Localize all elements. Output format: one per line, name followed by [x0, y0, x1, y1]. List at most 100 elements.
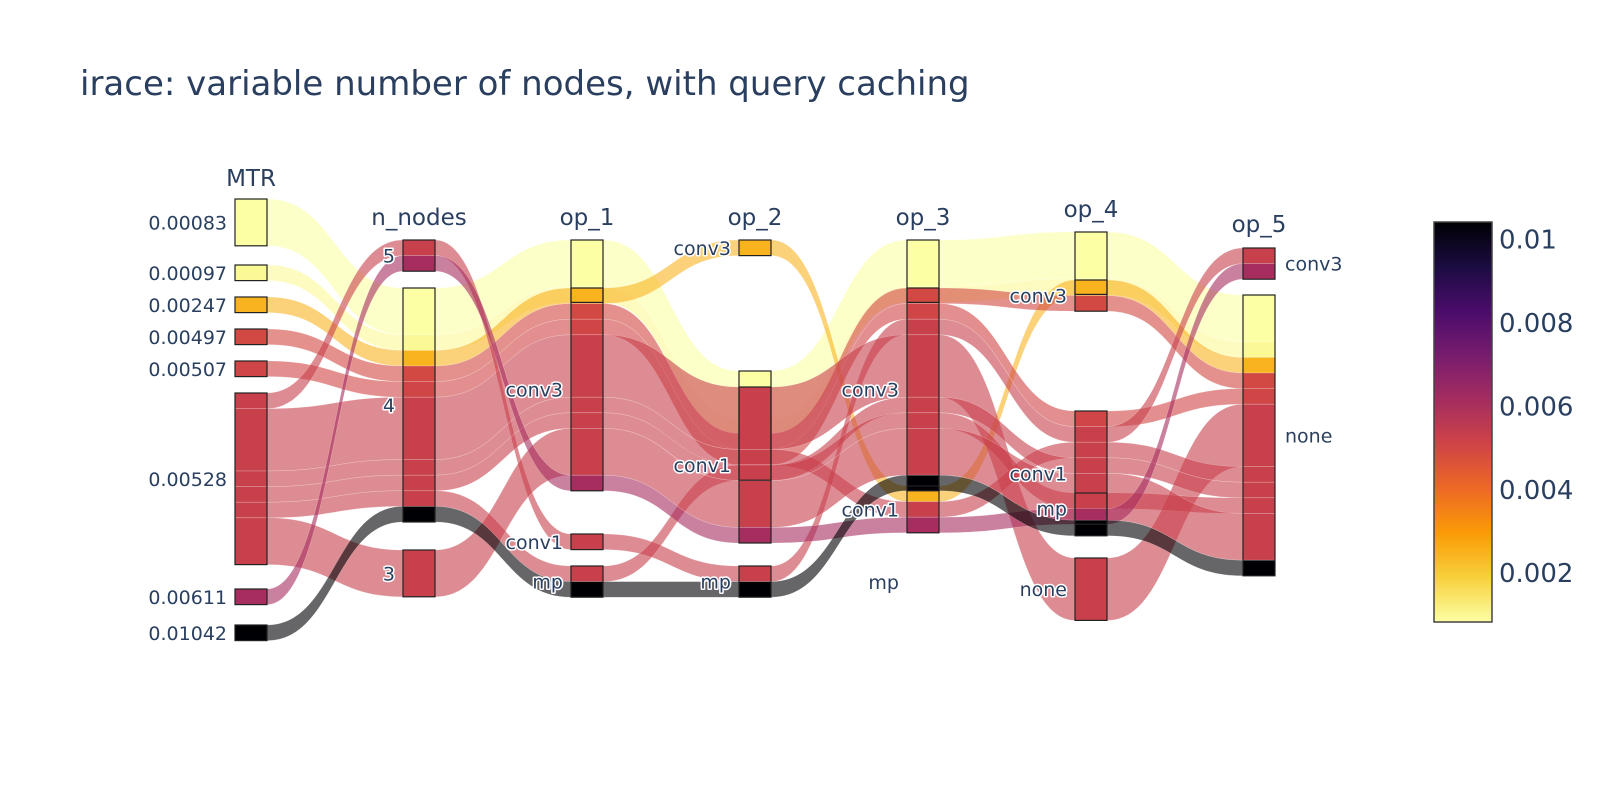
- category-bar-mtr-0-00083[interactable]: [234, 198, 268, 247]
- category-bar-op-4-conv3[interactable]: [1074, 279, 1108, 312]
- category-bar-mtr-0-00611[interactable]: [234, 588, 268, 606]
- category-bar-op-1-conv3[interactable]: [570, 287, 604, 492]
- bar-segment: [402, 396, 436, 460]
- category-label-mtr-0-00097: 0.00097: [148, 263, 227, 285]
- category-bar-n-nodes-4[interactable]: [402, 287, 436, 523]
- category-bar-mtr-0-00507[interactable]: [234, 360, 268, 378]
- bar-segment: [738, 527, 772, 544]
- category-bar-op-3-other[interactable]: [906, 239, 940, 304]
- dimension-label-op-1[interactable]: op_1: [560, 205, 615, 231]
- colorbar-tick-label: 0.008: [1499, 309, 1573, 339]
- bar-segment: [570, 565, 604, 582]
- category-bar-op-3-conv1[interactable]: [906, 485, 940, 534]
- category-bar-op-2-conv1[interactable]: [738, 386, 772, 544]
- category-label-mtr-0-00497: 0.00497: [148, 327, 227, 349]
- bar-segment: [1074, 519, 1108, 537]
- dimension-label-op-5[interactable]: op_5: [1232, 212, 1287, 238]
- bar-segment: [402, 287, 436, 336]
- bar-segment: [906, 501, 940, 518]
- bar-segment: [402, 239, 436, 256]
- category-bar-op-1-conv1[interactable]: [570, 533, 604, 551]
- category-bar-mtr-0-00528[interactable]: [234, 392, 268, 566]
- category-bar-mtr-0-00497[interactable]: [234, 328, 268, 346]
- bar-segment: [1074, 557, 1108, 621]
- category-label-op-2-mp: mp: [700, 572, 731, 594]
- bar-segment: [402, 549, 436, 598]
- category-label-op-3-conv3: conv3: [842, 379, 899, 401]
- category-label-op-4-conv1: conv1: [1010, 463, 1067, 485]
- bar-segment: [234, 328, 268, 345]
- bar-segment: [234, 198, 268, 247]
- category-bar-op-2-conv3[interactable]: [738, 239, 772, 257]
- bar-segment: [402, 350, 436, 367]
- bar-segment: [1242, 403, 1276, 467]
- dimension-label-n-nodes[interactable]: n_nodes: [371, 205, 466, 231]
- bar-segment: [234, 296, 268, 313]
- bar-segment: [1074, 441, 1108, 459]
- category-bar-op-3-conv3[interactable]: [906, 287, 940, 492]
- bar-segment: [906, 239, 940, 288]
- category-label-n-nodes-4: 4: [383, 395, 395, 417]
- category-bar-op-2-mp[interactable]: [738, 565, 772, 598]
- category-bar-op-4-other[interactable]: [1074, 231, 1108, 296]
- category-bar-op-4-none[interactable]: [1074, 557, 1108, 622]
- bar-segment: [906, 396, 940, 414]
- bar-segment: [906, 287, 940, 304]
- bar-segment: [738, 449, 772, 466]
- category-bar-mtr-0-01042[interactable]: [234, 624, 268, 642]
- category-bar-op-5-none[interactable]: [1242, 294, 1276, 577]
- bar-segment: [402, 255, 436, 272]
- category-label-mtr-0-00528: 0.00528: [148, 469, 227, 491]
- category-bar-n-nodes-5[interactable]: [402, 239, 436, 272]
- category-label-mtr-0-00611: 0.00611: [148, 587, 227, 609]
- bar-segment: [1242, 294, 1276, 343]
- ribbon-op-3-op-4[interactable]: [938, 231, 1076, 288]
- colorbar-tick-label: 0.01: [1499, 226, 1557, 256]
- category-bar-mtr-0-00097[interactable]: [234, 264, 268, 282]
- bar-segment: [570, 474, 604, 492]
- bar-segment: [1074, 295, 1108, 312]
- chart-title: irace: variable number of nodes, with qu…: [80, 64, 970, 104]
- bar-segment: [906, 428, 940, 476]
- category-bar-mtr-0-00247[interactable]: [234, 296, 268, 314]
- category-label-op-2-conv1: conv1: [674, 455, 731, 477]
- bar-segment: [738, 464, 772, 481]
- category-bar-op-4-mp[interactable]: [1074, 492, 1108, 525]
- bar-segment: [234, 486, 268, 503]
- category-bar-op-1-other[interactable]: [570, 239, 604, 304]
- dimension-label-mtr[interactable]: MTR: [226, 166, 276, 192]
- category-bar-n-nodes-3[interactable]: [402, 549, 436, 598]
- bar-segment: [1242, 341, 1276, 358]
- bar-segment: [234, 470, 268, 487]
- bar-segment: [1242, 497, 1276, 514]
- bar-segment: [1242, 513, 1276, 561]
- bar-segment: [906, 516, 940, 534]
- bar-segment: [1242, 559, 1276, 577]
- category-bar-op-5-conv3[interactable]: [1242, 247, 1276, 280]
- dimension-label-op-4[interactable]: op_4: [1064, 197, 1119, 223]
- bar-segment: [402, 474, 436, 492]
- bar-segment: [402, 459, 436, 476]
- category-label-n-nodes-3: 3: [383, 563, 395, 585]
- bar-segment: [234, 264, 268, 281]
- colorbar-tick-label: 0.004: [1499, 476, 1573, 506]
- bar-segment: [1242, 357, 1276, 374]
- dimension-label-op-2[interactable]: op_2: [728, 205, 783, 231]
- category-bar-op-1-mp[interactable]: [570, 565, 604, 598]
- bar-segment: [402, 490, 436, 507]
- dimension-label-op-3[interactable]: op_3: [896, 205, 951, 231]
- category-bar-op-4-conv1[interactable]: [1074, 410, 1108, 537]
- category-label-op-4-mp: mp: [1036, 499, 1067, 521]
- category-label-op-4-none: none: [1020, 579, 1067, 601]
- bar-segment: [570, 239, 604, 288]
- category-label-mtr-0-00083: 0.00083: [148, 212, 227, 234]
- category-label-mtr-0-01042: 0.01042: [148, 623, 227, 645]
- bar-segment: [402, 365, 436, 382]
- category-bars: [234, 198, 1276, 642]
- category-label-op-1-conv3: conv3: [506, 379, 563, 401]
- category-label-op-5-conv3: conv3: [1285, 254, 1342, 276]
- bar-segment: [402, 506, 436, 523]
- bar-segment: [234, 517, 268, 565]
- bar-segment: [402, 334, 436, 351]
